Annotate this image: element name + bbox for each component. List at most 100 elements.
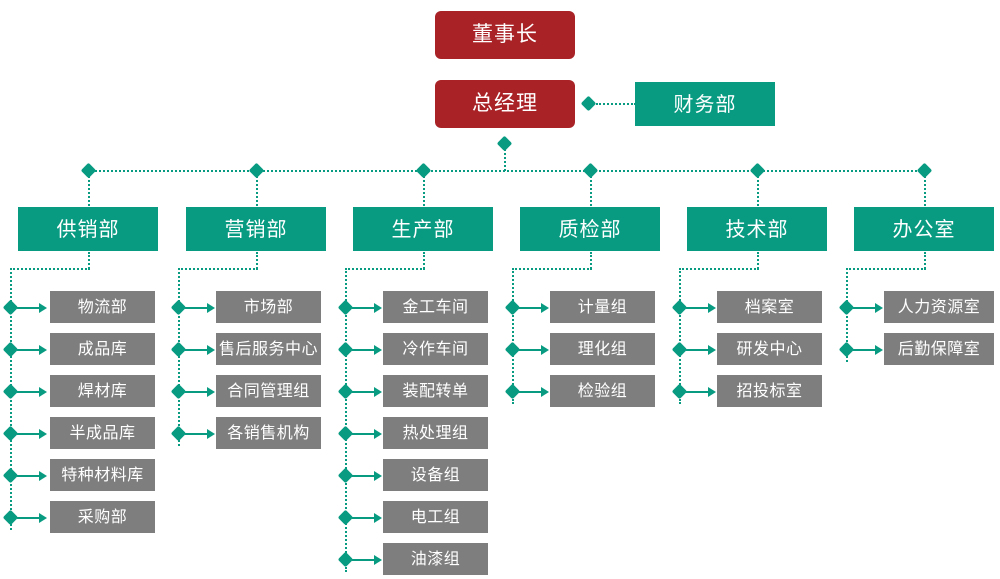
connector-arrow-line-sub: [853, 349, 875, 351]
node-sub-unit[interactable]: 人力资源室: [884, 291, 994, 323]
node-sub-unit-label: 物流部: [77, 297, 128, 317]
node-sub-unit[interactable]: 合同管理组: [216, 375, 321, 407]
connector-arrow-line-sub: [352, 475, 374, 477]
connector-diamond-sub: [337, 467, 354, 484]
connector-arrow-line-sub: [185, 307, 207, 309]
node-sub-unit[interactable]: 检验组: [550, 375, 655, 407]
node-sub-unit[interactable]: 各销售机构: [216, 417, 321, 449]
node-sub-unit[interactable]: 电工组: [383, 501, 488, 533]
connector-arrow-head-sub: [708, 345, 716, 355]
node-finance[interactable]: 财务部: [635, 82, 775, 126]
node-department-supply-sales[interactable]: 供销部: [18, 207, 158, 251]
node-sub-unit-label: 后勤保障室: [897, 339, 981, 359]
connector-department-bus: [88, 170, 924, 172]
connector-drop-dept-3: [423, 176, 425, 206]
connector-arrow-head-sub: [374, 555, 382, 565]
connector-rail-col-3: [345, 268, 347, 572]
node-sub-unit[interactable]: 档案室: [717, 291, 822, 323]
node-sub-unit[interactable]: 计量组: [550, 291, 655, 323]
connector-arrow-line-sub: [352, 517, 374, 519]
connector-drop-dept-2: [256, 176, 258, 206]
connector-rail-col-2: [178, 268, 180, 446]
node-sub-unit[interactable]: 后勤保障室: [884, 333, 994, 365]
connector-diamond-sub: [671, 383, 688, 400]
node-sub-unit[interactable]: 装配转单: [383, 375, 488, 407]
connector-diamond-sub: [337, 425, 354, 442]
connector-elbow-left-col-5: [679, 268, 759, 270]
connector-arrow-head-sub: [541, 345, 549, 355]
connector-diamond-sub: [170, 383, 187, 400]
node-sub-unit[interactable]: 金工车间: [383, 291, 488, 323]
connector-arrow-head-sub: [207, 429, 215, 439]
connector-arrow-line-sub: [185, 349, 207, 351]
connector-diamond-sub: [2, 341, 19, 358]
node-sub-unit[interactable]: 采购部: [50, 501, 155, 533]
connector-diamond-sub: [838, 341, 855, 358]
connector-arrow-head-sub: [875, 303, 883, 313]
node-sub-unit-label: 市场部: [243, 297, 294, 317]
node-sub-unit-label: 人力资源室: [897, 297, 981, 317]
connector-arrow-head-sub: [541, 303, 549, 313]
node-sub-unit-label: 冷作车间: [402, 339, 469, 359]
connector-arrow-head-sub: [207, 387, 215, 397]
connector-diamond-sub: [2, 425, 19, 442]
connector-diamond-sub: [337, 299, 354, 316]
node-sub-unit[interactable]: 焊材库: [50, 375, 155, 407]
node-sub-unit-label: 电工组: [410, 507, 461, 527]
connector-diamond-sub: [170, 299, 187, 316]
connector-arrow-line-sub: [686, 307, 708, 309]
connector-diamond-sub: [671, 341, 688, 358]
connector-drop-dept-4: [590, 176, 592, 206]
node-general-manager-label: 总经理: [472, 91, 538, 116]
connector-elbow-down-col-5: [757, 252, 759, 269]
node-sub-unit[interactable]: 油漆组: [383, 543, 488, 575]
connector-gm-down-to-bus: [504, 149, 506, 171]
connector-diamond-sub: [504, 341, 521, 358]
connector-arrow-line-sub: [185, 433, 207, 435]
connector-diamond-sub: [337, 551, 354, 568]
connector-arrow-line-sub: [185, 391, 207, 393]
connector-arrow-line-sub: [352, 307, 374, 309]
node-sub-unit[interactable]: 半成品库: [50, 417, 155, 449]
node-sub-unit[interactable]: 冷作车间: [383, 333, 488, 365]
node-chairman[interactable]: 董事长: [435, 11, 575, 59]
node-department-label: 营销部: [224, 217, 288, 241]
connector-arrow-line-sub: [686, 349, 708, 351]
connector-arrow-head-sub: [708, 303, 716, 313]
node-department-quality[interactable]: 质检部: [520, 207, 660, 251]
node-department-marketing[interactable]: 营销部: [186, 207, 326, 251]
node-sub-unit[interactable]: 成品库: [50, 333, 155, 365]
node-sub-unit[interactable]: 招投标室: [717, 375, 822, 407]
node-sub-unit[interactable]: 特种材料库: [50, 459, 155, 491]
connector-elbow-left-col-2: [178, 268, 258, 270]
node-finance-label: 财务部: [673, 92, 737, 116]
node-sub-unit[interactable]: 热处理组: [383, 417, 488, 449]
node-department-technology[interactable]: 技术部: [687, 207, 827, 251]
node-sub-unit[interactable]: 设备组: [383, 459, 488, 491]
connector-diamond-sub: [2, 467, 19, 484]
connector-rail-col-1: [10, 268, 12, 530]
connector-arrow-line-sub: [17, 517, 39, 519]
connector-elbow-down-col-6: [924, 252, 926, 269]
connector-arrow-head-sub: [374, 345, 382, 355]
node-sub-unit-label: 计量组: [577, 297, 628, 317]
node-sub-unit[interactable]: 售后服务中心: [216, 333, 321, 365]
connector-arrow-head-sub: [374, 429, 382, 439]
connector-arrow-line-sub: [17, 391, 39, 393]
node-sub-unit-label: 金工车间: [402, 297, 469, 317]
connector-elbow-left-col-3: [345, 268, 425, 270]
node-sub-unit-label: 油漆组: [410, 549, 461, 569]
node-general-manager[interactable]: 总经理: [435, 80, 575, 128]
connector-diamond-sub: [838, 299, 855, 316]
node-department-office[interactable]: 办公室: [854, 207, 994, 251]
connector-rail-col-6: [846, 268, 848, 362]
node-sub-unit[interactable]: 市场部: [216, 291, 321, 323]
node-sub-unit[interactable]: 研发中心: [717, 333, 822, 365]
node-sub-unit[interactable]: 物流部: [50, 291, 155, 323]
node-sub-unit-label: 研发中心: [736, 339, 803, 359]
connector-arrow-head-sub: [39, 513, 47, 523]
connector-arrow-head-sub: [207, 345, 215, 355]
node-department-production[interactable]: 生产部: [353, 207, 493, 251]
node-sub-unit[interactable]: 理化组: [550, 333, 655, 365]
